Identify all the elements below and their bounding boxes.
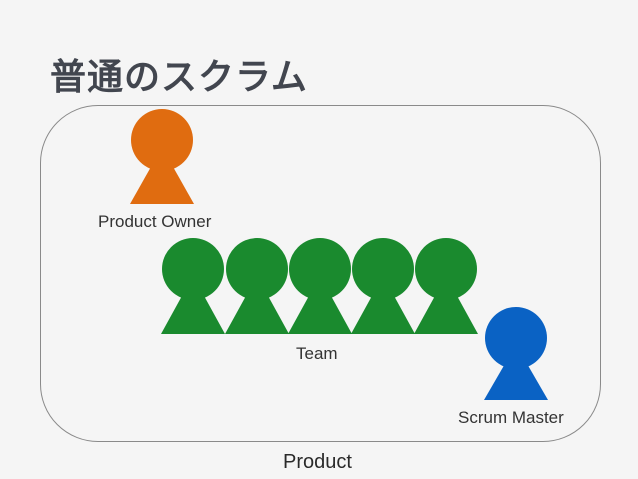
scrum-master-figure — [484, 307, 548, 400]
team-figure-5 — [414, 238, 478, 334]
team-label: Team — [296, 344, 338, 363]
team-figure-2 — [225, 238, 289, 334]
product-label: Product — [283, 451, 352, 473]
team-figure-3 — [288, 238, 352, 334]
scrum-master-label: Scrum Master — [458, 408, 564, 427]
slide-title: 普通のスクラム — [50, 57, 308, 98]
product-owner-figure — [130, 109, 194, 204]
product-owner-label: Product Owner — [98, 212, 212, 231]
team-figure-1 — [161, 238, 225, 334]
product-boundary — [40, 105, 601, 442]
team-figure-4 — [351, 238, 415, 334]
